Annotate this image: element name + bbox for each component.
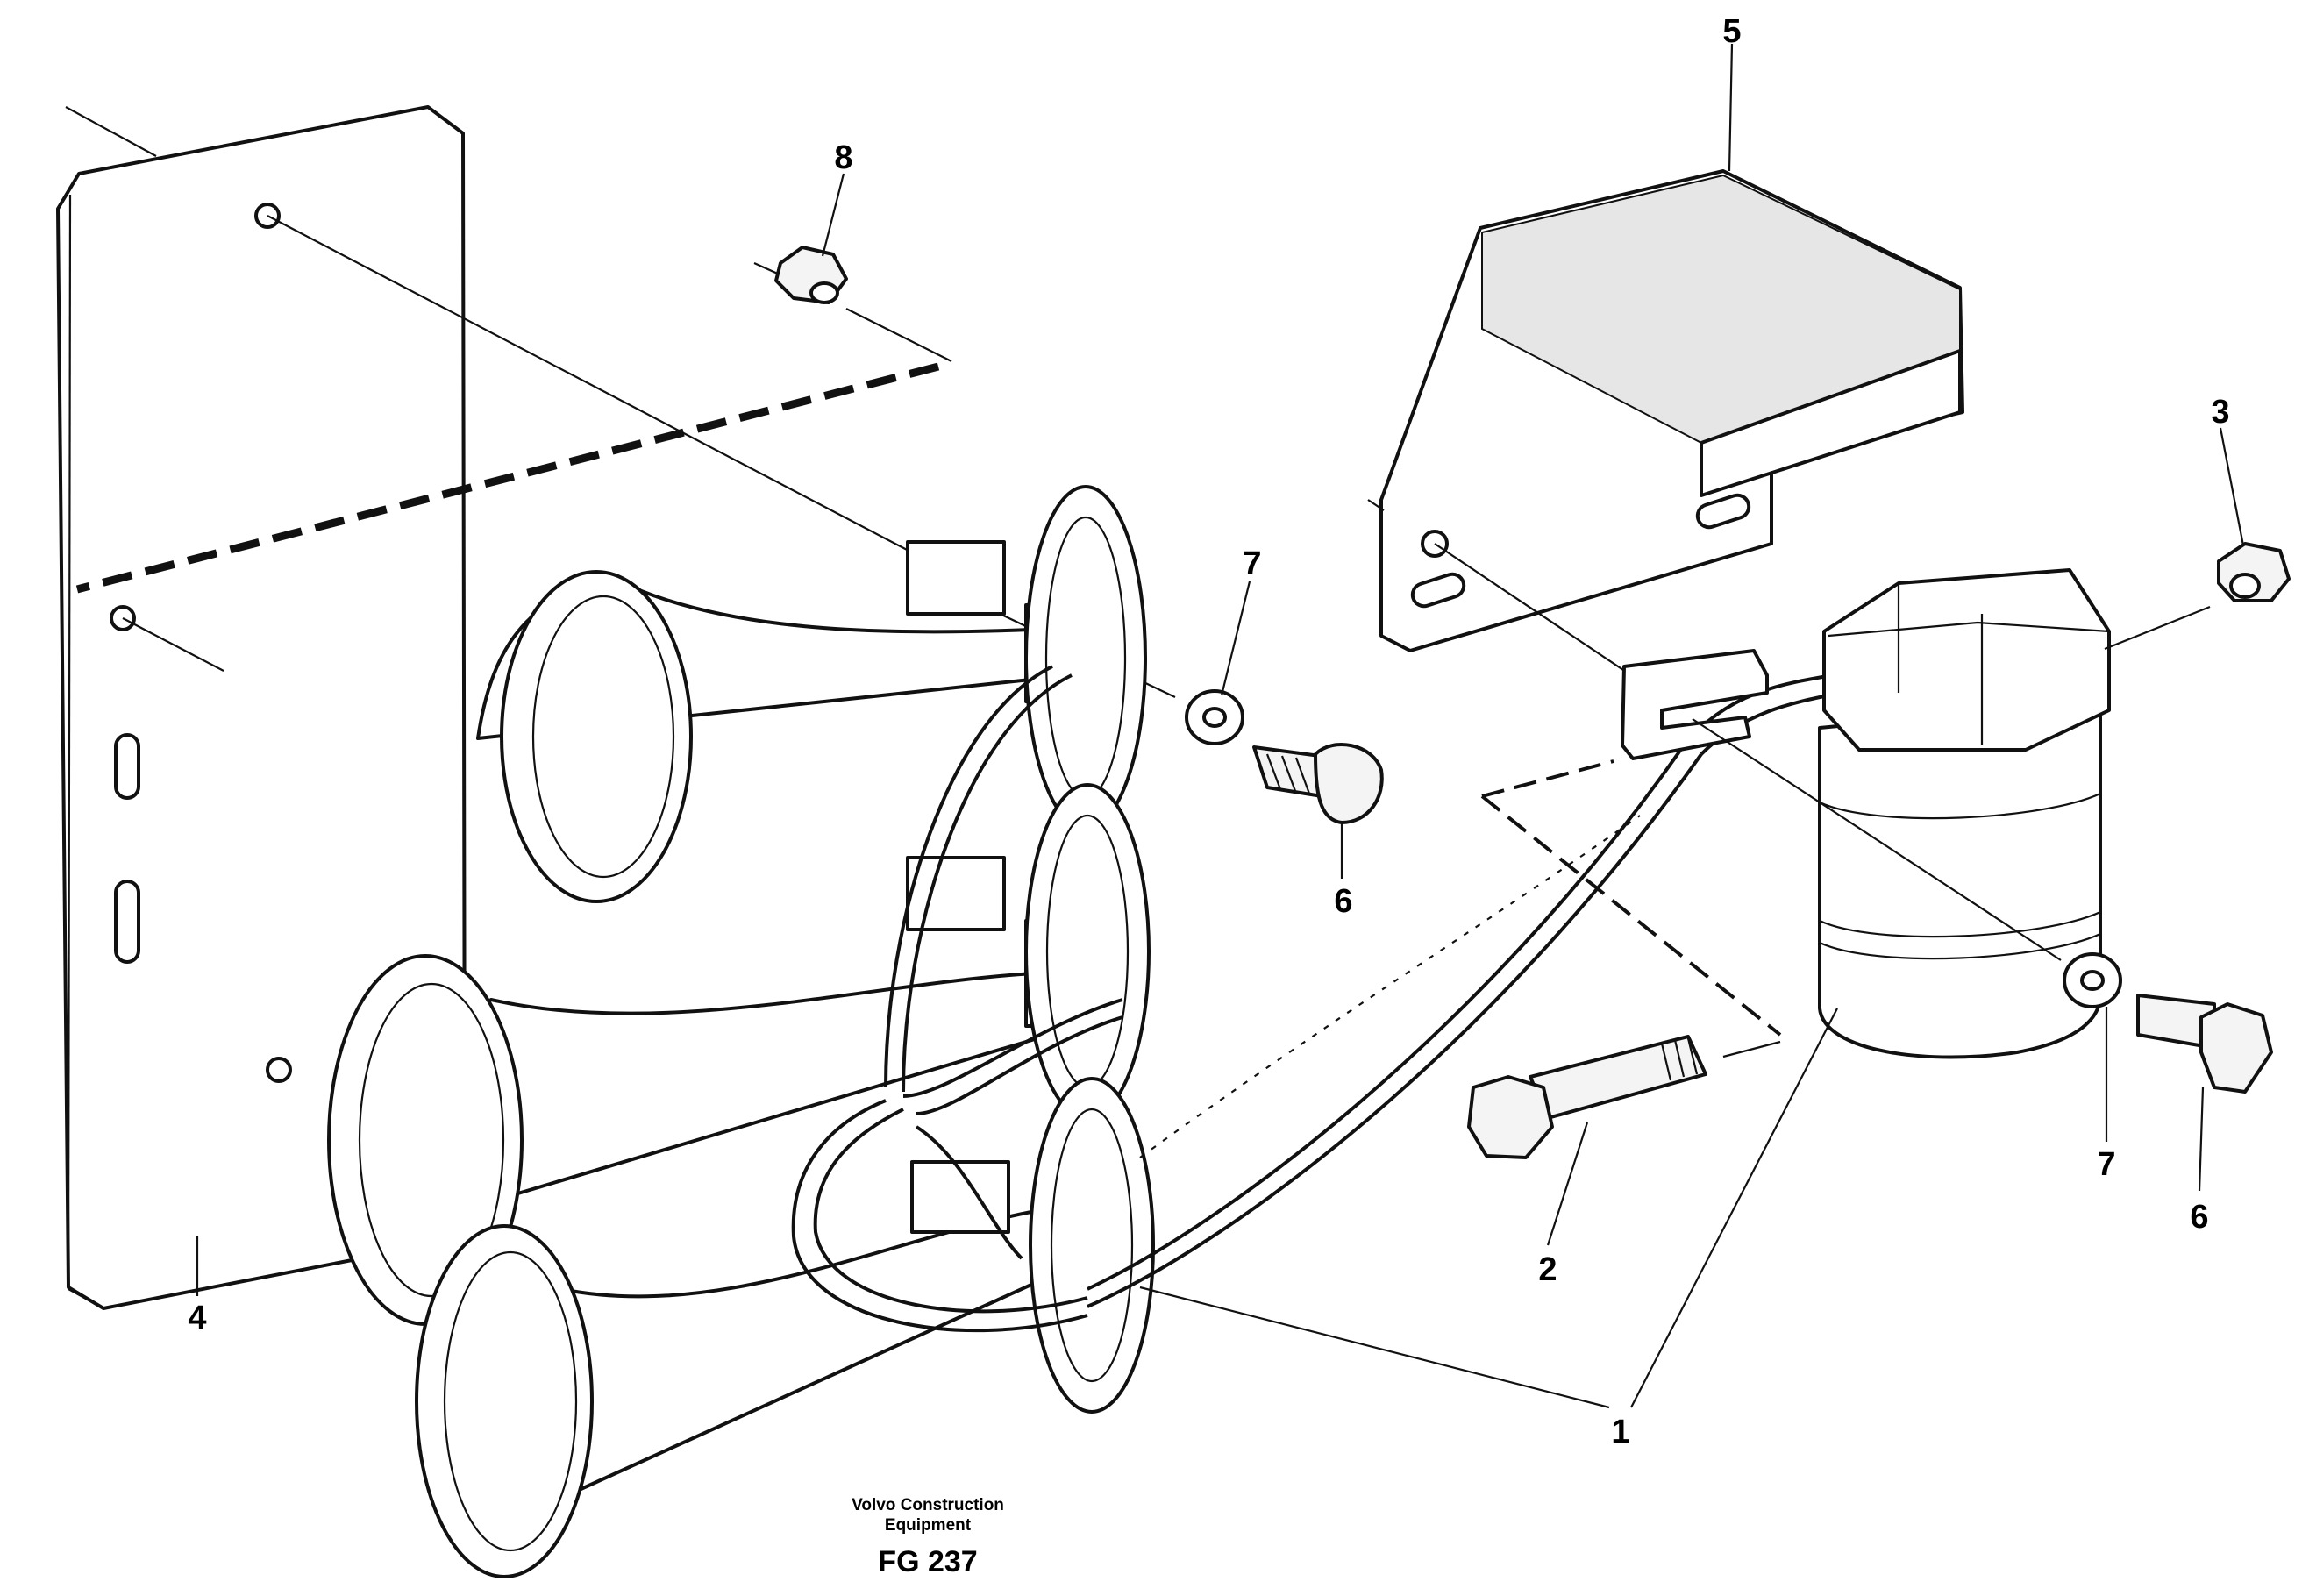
- callout-7-right: 7: [2097, 1146, 2115, 1183]
- mounting-dash-line: [75, 362, 940, 594]
- callout-8: 8: [834, 139, 852, 176]
- cover-bracket: [1367, 169, 1964, 652]
- assembly-line: [267, 215, 913, 553]
- nut-8: [753, 246, 952, 362]
- assembly-line: [1692, 718, 2062, 961]
- bolt-6-right: [2136, 994, 2273, 1094]
- nut-3: [2217, 542, 2291, 602]
- callout-2: 2: [1538, 1251, 1557, 1288]
- washer-7-left: [1185, 689, 1244, 745]
- horn-trumpet-bottom: [415, 1077, 1155, 1578]
- assembly-line: [122, 617, 224, 672]
- callout-5: 5: [1722, 13, 1741, 50]
- air-hoses: [791, 665, 1842, 1333]
- compressor-dash-line: [1480, 794, 1782, 1037]
- figure-code: FG 237: [878, 1545, 977, 1578]
- callout-7-left: 7: [1243, 545, 1261, 582]
- bolt-6-left: [1252, 743, 1384, 824]
- callout-3: 3: [2211, 394, 2229, 431]
- callout-6-right: 6: [2190, 1199, 2208, 1236]
- figure-caption: Volvo Construction Equipment FG 237: [852, 1496, 1004, 1578]
- bolt-2: [1467, 1035, 1781, 1159]
- callout-4: 4: [188, 1300, 206, 1336]
- assembly-line: [1434, 543, 1632, 676]
- air-compressor: [1621, 568, 2111, 1059]
- caption-line-1: Volvo Construction: [852, 1496, 1004, 1514]
- caption-line-2: Equipment: [885, 1516, 972, 1535]
- assembly-line: [2104, 605, 2211, 651]
- leader-lines: [196, 43, 2245, 1409]
- callout-numbers: 5 8 3 7 6 4 2 7 6 1: [188, 13, 2229, 1450]
- compressor-dash-line: [1481, 759, 1614, 798]
- callout-6-left: 6: [1334, 883, 1352, 920]
- horn-trumpet-middle: [327, 783, 1151, 1326]
- washer-7-right: [2063, 952, 2122, 1008]
- callout-1: 1: [1611, 1414, 1629, 1450]
